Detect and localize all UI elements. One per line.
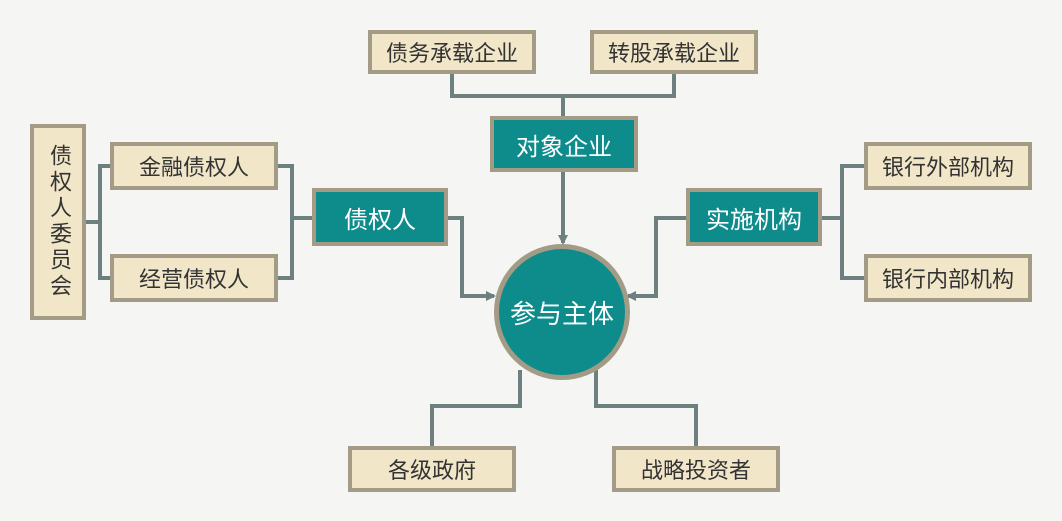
- node-label-vertical: 债权人委员会: [46, 144, 71, 300]
- node-creditor: 债权人: [312, 188, 448, 246]
- connector-bottom-left: [430, 370, 522, 448]
- node-financial-creditor: 金融债权人: [110, 142, 278, 190]
- connector-committee-left-2: [98, 222, 110, 280]
- node-label: 战略投资者: [640, 459, 751, 484]
- node-label: 各级政府: [387, 459, 476, 484]
- node-bank-internal-agency: 银行内部机构: [864, 254, 1032, 302]
- node-target-enterprise: 对象企业: [490, 116, 638, 172]
- node-equity-carrier-enterprise: 转股承载企业: [590, 30, 758, 74]
- node-label: 银行外部机构: [881, 156, 1014, 181]
- node-label: 债权人: [344, 205, 416, 234]
- node-label: 经营债权人: [138, 268, 249, 293]
- node-label: 实施机构: [706, 205, 802, 234]
- node-label: 对象企业: [516, 132, 612, 161]
- node-label: 转股承载企业: [607, 42, 740, 67]
- node-implementing-agency: 实施机构: [686, 188, 822, 246]
- connector-right-hub-children: [820, 164, 864, 220]
- node-strategic-investor: 战略投资者: [612, 446, 780, 492]
- connector-bottom-right: [594, 370, 698, 448]
- connector-right-hub-children-2: [840, 218, 864, 280]
- connector-right-hub-center: [626, 216, 688, 301]
- node-label: 金融债权人: [138, 156, 249, 181]
- connector-top-left-child: [450, 73, 565, 116]
- node-creditor-committee: 债权人委员会: [30, 124, 86, 320]
- node-label: 债务承载企业: [385, 42, 518, 67]
- node-label: 银行内部机构: [881, 268, 1014, 293]
- node-bank-external-agency: 银行外部机构: [864, 142, 1032, 190]
- node-operating-creditor: 经营债权人: [110, 254, 278, 302]
- connector-top-right-child: [563, 73, 676, 98]
- connector-committee-left: [84, 164, 110, 224]
- node-label: 参与主体: [509, 299, 614, 330]
- node-participants-center: 参与主体: [494, 244, 630, 380]
- connector-left-hub-center: [446, 216, 496, 301]
- node-debt-carrier-enterprise: 债务承载企业: [368, 30, 536, 74]
- connector-left-child-hub: [276, 164, 294, 280]
- node-government-all-levels: 各级政府: [348, 446, 516, 492]
